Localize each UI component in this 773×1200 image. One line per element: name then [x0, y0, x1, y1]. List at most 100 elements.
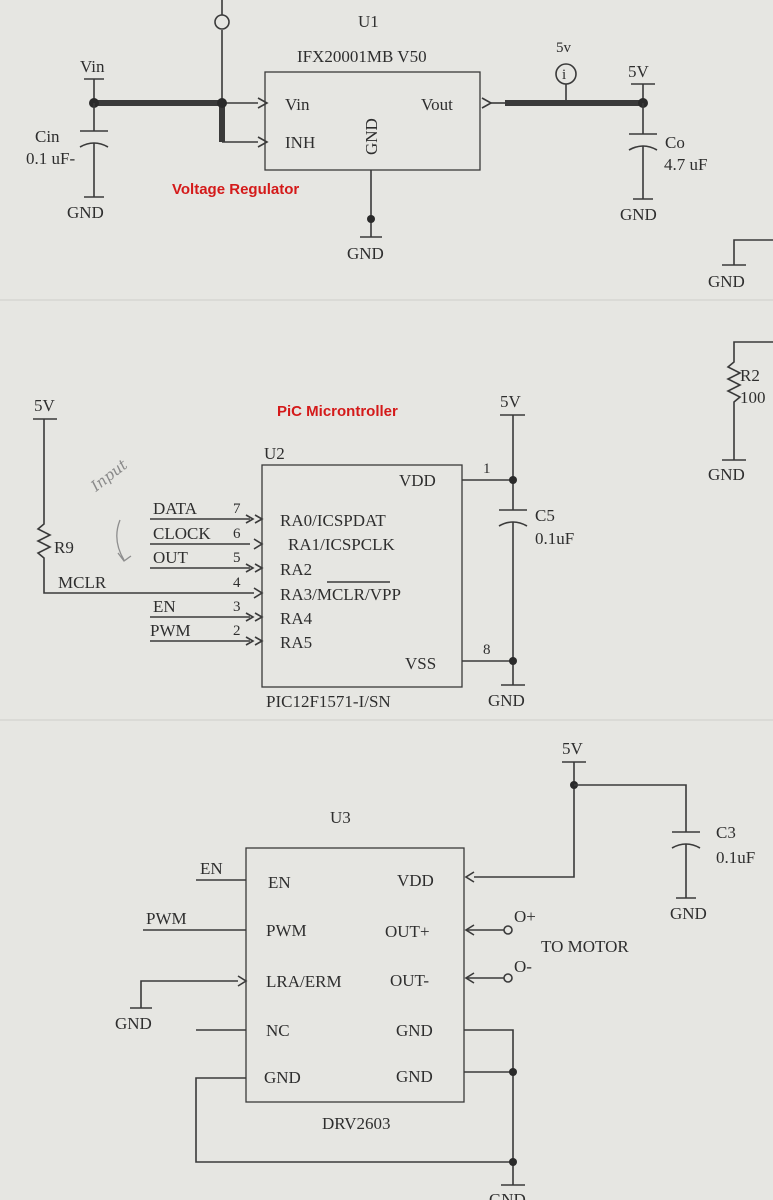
u3-pin-gnd-r1: GND	[396, 1021, 433, 1040]
u1-vout-pin-arrow	[481, 97, 493, 109]
ra0-pin-arrow	[245, 514, 264, 524]
u1-pin-inh: INH	[285, 133, 315, 152]
u2-right-supply-label: 5V	[500, 392, 522, 411]
ra4-pin-number: 3	[233, 599, 241, 615]
u3-net-pwm: PWM	[146, 909, 187, 928]
u1-vin-pin-arrow	[257, 97, 269, 109]
net-out-label: OUT	[153, 548, 189, 567]
motor-driver-section: U3 DRV2603 EN PWM LRA/ERM NC GND VDD OUT…	[115, 739, 755, 1200]
u3-net-en: EN	[200, 859, 223, 878]
junction-dot	[367, 215, 375, 223]
u1-ref: U1	[358, 12, 379, 31]
u3-body	[245, 847, 465, 1103]
u1-pin-gnd: GND	[362, 118, 381, 155]
current-probe-circle	[555, 63, 577, 85]
current-probe-symbol: i	[562, 67, 566, 83]
junction-dot	[509, 1158, 517, 1166]
motor-plus-label: O+	[514, 907, 536, 926]
c3-supply-wire	[574, 784, 687, 832]
u3-pin-en: EN	[268, 873, 291, 892]
ra2-pin-arrow	[245, 563, 264, 573]
c5-value: 0.1uF	[535, 529, 574, 548]
ra0-pin-number: 7	[233, 501, 241, 517]
u3-pin-nc: NC	[266, 1021, 290, 1040]
r2-name: R2	[740, 366, 760, 385]
u2-pin-vdd: VDD	[399, 471, 436, 490]
vss-pin-number: 8	[483, 642, 491, 658]
right-edge-partial-circuit: GND R2 100 GND	[708, 239, 773, 484]
ra4-pin-arrow	[245, 612, 264, 622]
ra3-pin-number: 4	[233, 575, 241, 591]
right-gnd-label-bottom: GND	[708, 465, 745, 484]
junction-dot	[509, 657, 517, 665]
u3-pin-outm: OUT-	[390, 971, 429, 990]
right-gnd-label-top: GND	[708, 272, 745, 291]
u3-part: DRV2603	[322, 1114, 391, 1133]
micro-section-title: PiC Microntroller	[277, 403, 398, 420]
ra3-pin-arrow	[253, 587, 264, 599]
net-data-label: DATA	[153, 499, 198, 518]
u2-ref: U2	[264, 444, 285, 463]
u3-gnd-label: GND	[489, 1190, 526, 1200]
r2-resistor	[726, 341, 773, 460]
u2-pin-ra2: RA2	[280, 560, 312, 579]
pencil-arrow	[116, 519, 132, 562]
u2-pin-ra5: RA5	[280, 633, 312, 652]
u1-body	[264, 71, 481, 171]
junction-dot	[217, 98, 227, 108]
c3-gnd-label: GND	[670, 904, 707, 923]
u1-pin-vin: Vin	[285, 95, 310, 114]
u2-pin-ra4: RA4	[280, 609, 313, 628]
u1-gnd-label: GND	[347, 244, 384, 263]
cin-gnd-label: GND	[67, 203, 104, 222]
outm-terminal	[503, 973, 513, 983]
u3-pin-outp: OUT+	[385, 922, 430, 941]
u3-pin-pwm: PWM	[266, 921, 307, 940]
u2-left-supply-label: 5V	[34, 396, 56, 415]
junction-dot	[509, 476, 517, 484]
co-name: Co	[665, 133, 685, 152]
c5-name: C5	[535, 506, 555, 525]
u3-ref: U3	[330, 808, 351, 827]
r9-resistor-mclr-wire	[36, 419, 254, 594]
net-en-label: EN	[153, 597, 176, 616]
u2-pin-ra0: RA0/ICSPDAT	[280, 511, 386, 530]
co-value: 4.7 uF	[664, 155, 707, 174]
vin-net-label: Vin	[80, 57, 105, 76]
u2-pin-ra3: RA3/MCLR/VPP	[280, 585, 401, 604]
vdd-pin-number: 1	[483, 461, 491, 477]
co-gnd-label: GND	[620, 205, 657, 224]
u3-pin-vdd: VDD	[397, 871, 434, 890]
u1-inh-pin-arrow	[257, 136, 269, 148]
u2-pin-vss: VSS	[405, 654, 436, 673]
right-wire-top	[733, 239, 773, 265]
net-clock-label: CLOCK	[153, 524, 211, 543]
u3-lra-wire	[140, 980, 238, 1008]
ra1-pin-arrow	[253, 538, 264, 550]
junction-dot	[509, 1068, 517, 1076]
u3-vdd-pin-arrow	[464, 871, 475, 883]
regulator-section-title: Voltage Regulator	[172, 181, 299, 198]
u3-supply-label: 5V	[562, 739, 584, 758]
u1-part: IFX20001MB V50	[297, 47, 427, 66]
c3-value: 0.1uF	[716, 848, 755, 867]
ra1-pin-number: 6	[233, 526, 241, 542]
r2-value: 100	[740, 388, 766, 407]
u1-pin-vout: Vout	[421, 95, 453, 114]
ra5-pin-number: 2	[233, 623, 241, 639]
u3-pin-lra: LRA/ERM	[266, 972, 342, 991]
u3-pin-gnd-r2: GND	[396, 1067, 433, 1086]
u3-gnd-loop-wire	[195, 1077, 513, 1163]
u2-pin-ra1: RA1/ICSPCLK	[288, 535, 395, 554]
u3-vdd-wire	[474, 762, 575, 878]
test-point-circle	[214, 14, 230, 30]
u2-body	[261, 464, 463, 688]
microcontroller-section: PiC Microntroller U2 PIC12F1571-I/SN VDD…	[33, 392, 574, 711]
motor-minus-label: O-	[514, 957, 532, 976]
pencil-note: Input	[87, 455, 132, 496]
net-mclr-label: MCLR	[58, 573, 107, 592]
u2-gnd-label: GND	[488, 691, 525, 710]
cin-value: 0.1 uF-	[26, 149, 75, 168]
